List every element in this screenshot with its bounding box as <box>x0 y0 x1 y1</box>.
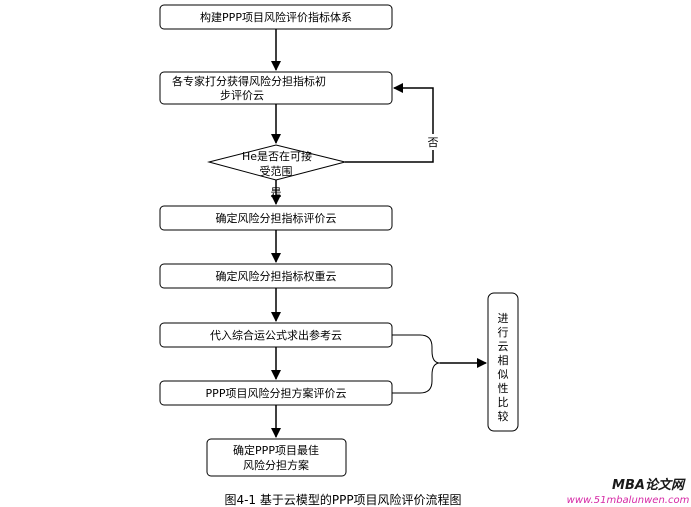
step-optimal-scheme-label-line1: 确定PPP项目最佳 <box>233 443 319 457</box>
step-build-index-system: 构建PPP项目风险评价指标体系 <box>159 4 393 30</box>
figure-caption: 图4-1 基于云模型的PPP项目风险评价流程图 <box>224 492 461 507</box>
yes-label: 是 <box>271 186 282 199</box>
step-index-evaluation-cloud-label: 确定风险分担指标评价云 <box>216 211 337 225</box>
step-index-evaluation-cloud: 确定风险分担指标评价云 <box>159 205 393 231</box>
side-char-6: 比 <box>498 396 509 409</box>
merge-bracket <box>392 334 441 394</box>
side-char-2: 云 <box>498 340 509 353</box>
step-index-weight-cloud: 确定风险分担指标权重云 <box>159 263 393 289</box>
decision-he-acceptable: He是否在可接 受范围 <box>207 144 346 181</box>
step-cloud-similarity-comparison: 进 行 云 相 似 性 比 较 <box>487 292 519 432</box>
step-reference-cloud-label: 代入综合运公式求出参考云 <box>210 328 342 342</box>
step-scheme-evaluation-cloud: PPP项目风险分担方案评价云 <box>159 380 393 406</box>
watermark-url: www.51mbalunwen.com <box>567 495 690 506</box>
step-optimal-scheme: 确定PPP项目最佳 风险分担方案 <box>206 438 347 477</box>
step-index-weight-cloud-label: 确定风险分担指标权重云 <box>216 269 337 283</box>
decision-label-line1: He是否在可接 <box>242 150 312 163</box>
step-optimal-scheme-label-line2: 风险分担方案 <box>243 458 309 472</box>
step-expert-scoring: 各专家打分获得风险分担指标初 步评价云 <box>159 71 393 105</box>
side-char-0: 进 <box>498 312 509 325</box>
side-char-4: 似 <box>498 368 509 381</box>
decision-label-line2: 受范围 <box>260 164 293 178</box>
step-expert-scoring-label-line2: 步评价云 <box>220 89 264 102</box>
side-char-1: 行 <box>498 326 509 339</box>
step-build-index-system-label: 构建PPP项目风险评价指标体系 <box>200 10 352 24</box>
no-label: 否 <box>428 136 439 149</box>
step-scheme-evaluation-cloud-label: PPP项目风险分担方案评价云 <box>206 386 347 400</box>
side-char-3: 相 <box>498 354 509 367</box>
watermark: MBA论文网 www.51mbalunwen.com <box>567 477 690 506</box>
no-label-bg <box>425 134 441 150</box>
watermark-brand: MBA论文网 <box>612 477 686 493</box>
step-reference-cloud: 代入综合运公式求出参考云 <box>159 322 393 348</box>
side-char-7: 较 <box>498 409 509 423</box>
arrow-no-loop <box>345 83 434 163</box>
side-char-5: 性 <box>498 381 509 395</box>
step-expert-scoring-label-line1: 各专家打分获得风险分担指标初 <box>172 74 326 88</box>
